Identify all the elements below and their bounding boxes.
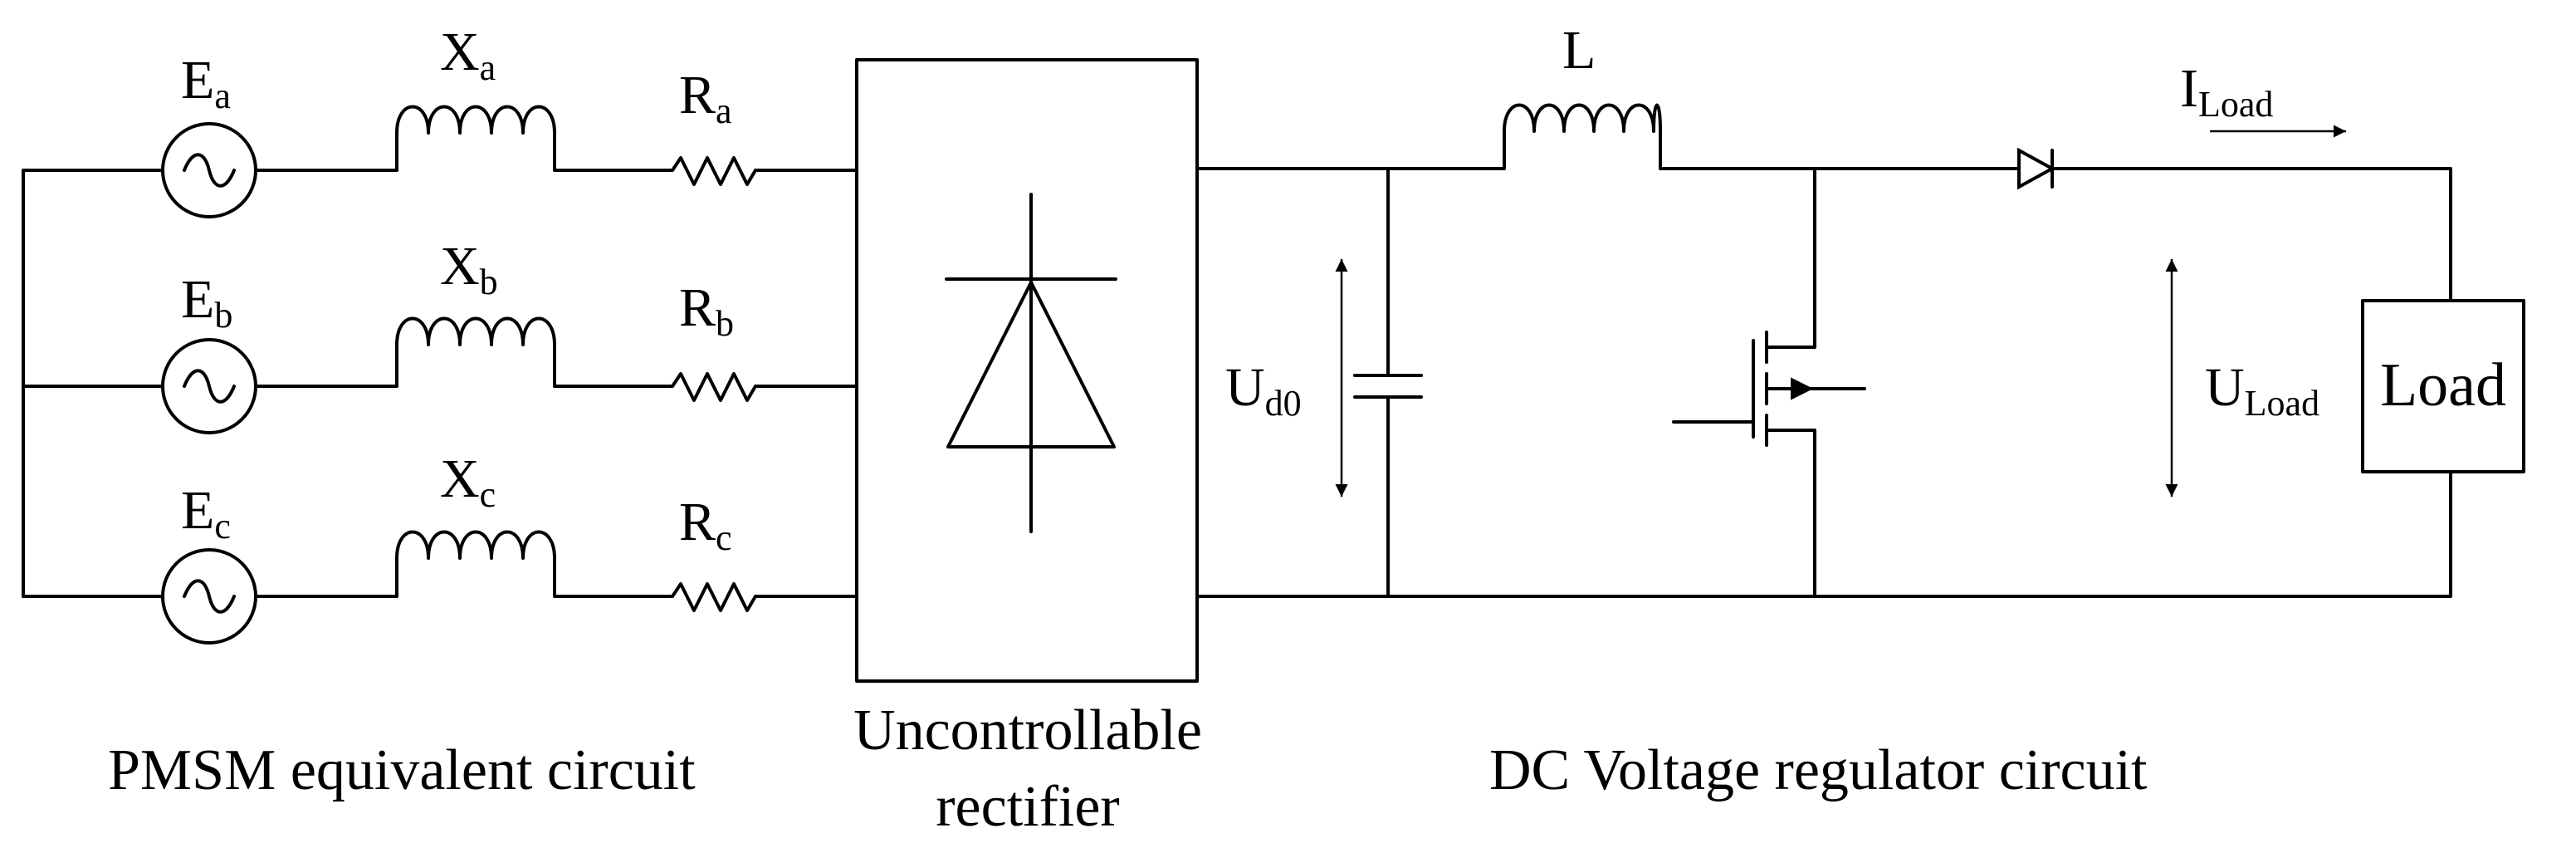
phase-c-branch — [22, 530, 858, 645]
load-voltage-label: ULoad — [2205, 357, 2319, 424]
top-rail — [1195, 130, 1506, 170]
sine-wave-a-icon — [183, 153, 236, 188]
reactance-a-icon — [395, 105, 556, 135]
source-a-label: Ea — [181, 50, 231, 116]
pmsm-caption: PMSM equivalent circuit — [108, 738, 696, 802]
source-b-label: Eb — [181, 269, 232, 336]
resistor-a-icon — [671, 156, 757, 186]
rectifier-caption-line1: Uncontrollable — [853, 699, 1202, 762]
source-c-label: Ec — [181, 480, 231, 547]
load-box-label: Load — [2380, 351, 2506, 419]
regulator-caption: DC Voltage regulator circuit — [1489, 738, 2148, 802]
reactance-c-label: Xc — [440, 449, 496, 515]
reactance-a-label: Xa — [440, 22, 496, 88]
bottom-rail — [1195, 470, 2452, 598]
dc-link-capacitor-icon — [1353, 374, 1423, 399]
reactance-b-icon — [395, 316, 556, 346]
dc-link-voltage-label: Ud0 — [1225, 357, 1302, 424]
phase-a-branch — [22, 105, 858, 218]
inductor-l-label: L — [1562, 20, 1596, 81]
diode-symbol-icon — [945, 193, 1117, 533]
resistor-a-label: Ra — [679, 65, 732, 131]
mosfet-switch-icon — [1672, 331, 1866, 447]
reactance-c-icon — [395, 530, 556, 560]
pmsm-equivalent-circuit: Ea Eb Ec Xa Xb Xc Ra Rb Rc — [22, 22, 858, 645]
resistor-b-icon — [671, 372, 757, 402]
sine-wave-c-icon — [183, 579, 236, 614]
load-box — [2361, 299, 2525, 473]
rectifier-box — [855, 58, 1199, 683]
resistor-c-label: Rc — [679, 492, 732, 558]
reactance-b-label: Xb — [440, 236, 498, 302]
rectifier-block — [855, 58, 1199, 683]
resistor-b-label: Rb — [679, 277, 734, 344]
load-current-label: ILoad — [2180, 58, 2273, 125]
rectifier-caption-line2: rectifier — [936, 775, 1119, 839]
sine-wave-b-icon — [183, 369, 236, 404]
phase-b-branch — [22, 316, 858, 434]
dc-regulator-circuit: Load L ILoad Ud0 ULoad — [1195, 20, 2525, 598]
inductor-l-icon — [1503, 103, 1662, 133]
resistor-c-icon — [671, 582, 757, 612]
output-diode-icon — [2017, 147, 2056, 190]
